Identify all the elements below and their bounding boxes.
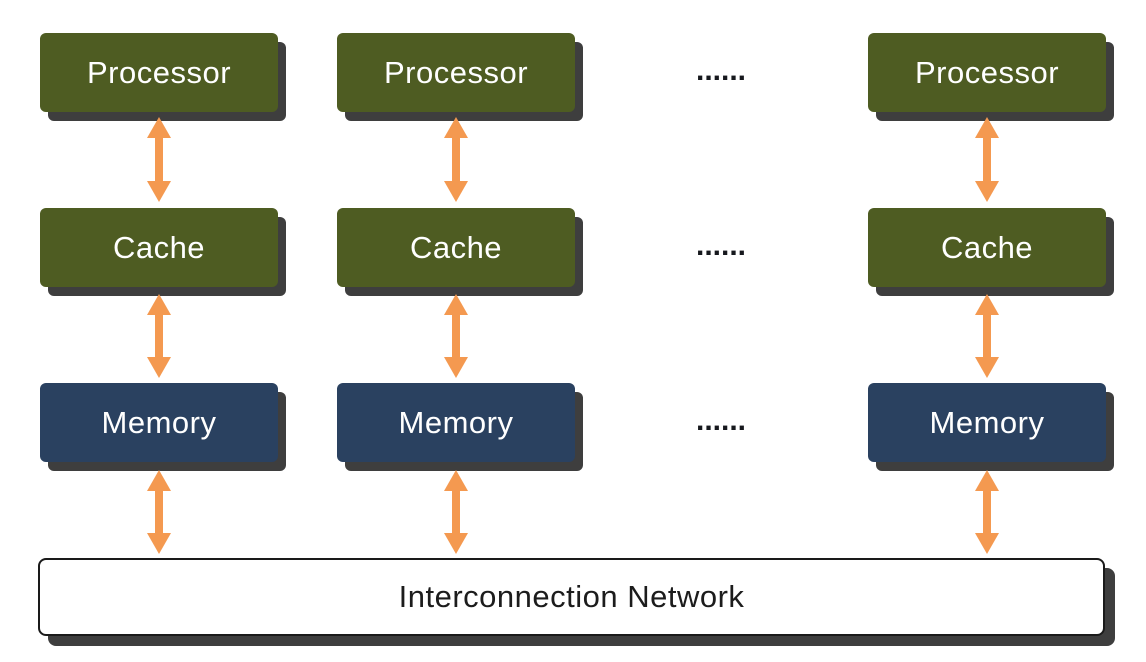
arrow-shaft — [983, 486, 991, 538]
processor-box: Processor — [40, 33, 278, 112]
memory-box: Memory — [337, 383, 575, 462]
cache-label: Cache — [409, 229, 503, 265]
memory-network-double-arrow-icon — [975, 470, 999, 554]
memory-label: Memory — [398, 404, 514, 440]
node-column-2: Processor Cache Memory — [337, 33, 575, 555]
ellipsis-memory-row: ...... — [695, 404, 746, 437]
node-column-3: Processor Cache Memory — [868, 33, 1106, 555]
processor-box: Processor — [868, 33, 1106, 112]
node-column-1: Processor Cache Memory — [40, 33, 278, 555]
processor-box: Processor — [337, 33, 575, 112]
processor-label: Processor — [914, 54, 1060, 90]
memory-network-double-arrow-icon — [147, 470, 171, 554]
arrow-shaft — [983, 310, 991, 362]
arrow-shaft — [155, 486, 163, 538]
processor-label: Processor — [383, 54, 529, 90]
processor-cache-double-arrow-icon — [975, 117, 999, 202]
ellipsis-cache-row: ...... — [695, 229, 746, 262]
cache-box: Cache — [40, 208, 278, 287]
interconnection-network-box: Interconnection Network — [38, 558, 1105, 636]
arrow-shaft — [983, 133, 991, 186]
memory-network-double-arrow-icon — [444, 470, 468, 554]
cache-box: Cache — [337, 208, 575, 287]
memory-box: Memory — [868, 383, 1106, 462]
arrow-shaft — [452, 133, 460, 186]
arrow-shaft — [452, 486, 460, 538]
cache-memory-double-arrow-icon — [444, 294, 468, 378]
ellipsis-processor-row: ...... — [695, 54, 746, 87]
processor-label: Processor — [86, 54, 232, 90]
cache-box: Cache — [868, 208, 1106, 287]
memory-label: Memory — [101, 404, 217, 440]
memory-box: Memory — [40, 383, 278, 462]
interconnection-network-label: Interconnection Network — [398, 579, 745, 614]
arrow-shaft — [155, 310, 163, 362]
cache-label: Cache — [112, 229, 206, 265]
cache-memory-double-arrow-icon — [147, 294, 171, 378]
processor-cache-double-arrow-icon — [147, 117, 171, 202]
memory-label: Memory — [929, 404, 1045, 440]
processor-cache-double-arrow-icon — [444, 117, 468, 202]
cache-memory-double-arrow-icon — [975, 294, 999, 378]
arrow-shaft — [155, 133, 163, 186]
cache-label: Cache — [940, 229, 1034, 265]
arrow-shaft — [452, 310, 460, 362]
